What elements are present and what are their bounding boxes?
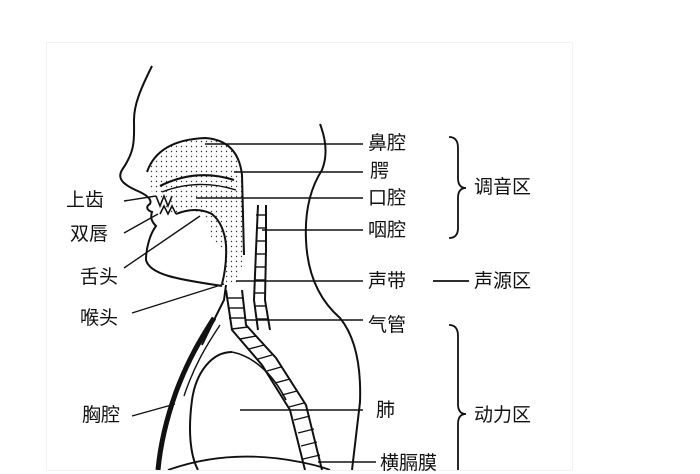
label-oral-cavity: 口腔 bbox=[368, 187, 407, 209]
nasal-cavity-outline bbox=[146, 136, 245, 256]
palate-outline bbox=[159, 174, 235, 187]
label-vocal-cords: 声带 bbox=[368, 270, 407, 292]
label-power-region: 动力区 bbox=[474, 404, 532, 426]
chest-wall bbox=[155, 316, 217, 470]
label-nasal-cavity: 鼻腔 bbox=[368, 132, 407, 154]
label-lungs: 肺 bbox=[376, 399, 396, 421]
label-resonance-region: 调音区 bbox=[474, 176, 532, 198]
trachea-outline bbox=[225, 289, 306, 470]
label-lips: 双唇 bbox=[70, 223, 109, 245]
label-palate: 腭 bbox=[370, 160, 390, 182]
label-upper-teeth: 上齿 bbox=[66, 189, 105, 211]
right-leader-lines bbox=[196, 143, 376, 463]
label-pharyngeal-cavity: 咽腔 bbox=[368, 219, 407, 241]
diaphragm-outline bbox=[167, 455, 331, 470]
resonance-bracket bbox=[448, 136, 467, 239]
left-leader-lines bbox=[123, 195, 225, 417]
larynx-front-outline bbox=[201, 284, 227, 346]
label-tongue: 舌头 bbox=[80, 266, 119, 288]
label-sound-source-region: 声源区 bbox=[474, 270, 532, 292]
power-bracket bbox=[448, 324, 467, 470]
neck-back-outline bbox=[304, 123, 362, 470]
lung-outline bbox=[189, 351, 233, 470]
label-trachea: 气管 bbox=[368, 314, 407, 336]
air-cavity-shading bbox=[147, 138, 244, 285]
label-thoracic-cavity: 胸腔 bbox=[82, 404, 121, 426]
label-larynx: 喉头 bbox=[80, 307, 119, 329]
teeth-shape bbox=[155, 193, 173, 209]
tongue-outline bbox=[175, 209, 228, 285]
face-profile-outline bbox=[119, 65, 223, 287]
label-diaphragm: 横膈膜 bbox=[380, 452, 438, 474]
